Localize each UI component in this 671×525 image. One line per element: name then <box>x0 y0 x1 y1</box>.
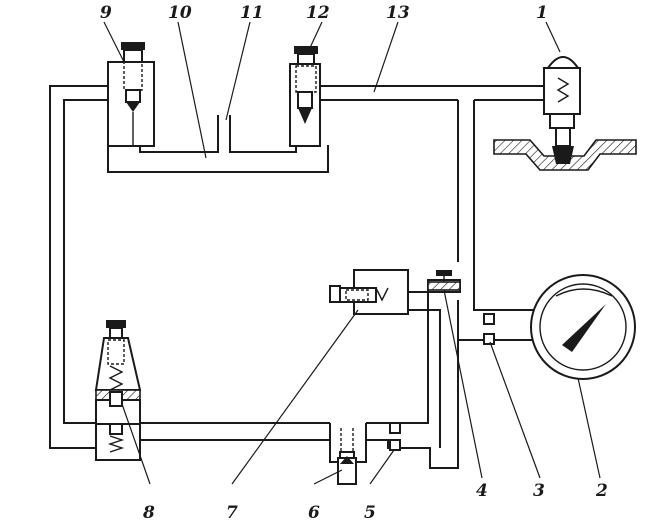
label-10: 10 <box>168 3 192 23</box>
valve-12 <box>289 46 321 147</box>
label-3: 3 <box>533 481 545 501</box>
label-12: 12 <box>306 3 330 23</box>
label-11: 11 <box>240 3 264 23</box>
valve-4 <box>427 270 461 293</box>
fittings-5 <box>389 422 401 451</box>
pipeline <box>49 85 544 469</box>
fittings-3 <box>483 313 495 345</box>
regulator-8 <box>94 320 142 461</box>
label-2: 2 <box>595 481 608 501</box>
valve-9 <box>107 42 155 147</box>
label-1: 1 <box>536 3 548 23</box>
label-8: 8 <box>142 503 155 523</box>
valve-1 <box>493 56 637 171</box>
label-7: 7 <box>226 503 238 523</box>
manifold-10 <box>107 115 329 173</box>
valve-6 <box>329 423 367 485</box>
label-5: 5 <box>364 503 376 523</box>
label-9: 9 <box>100 3 112 23</box>
valve-7 <box>329 269 409 315</box>
label-13: 13 <box>386 3 410 23</box>
pressure-gauge-2 <box>530 274 636 380</box>
leader-lines <box>103 21 601 485</box>
label-4: 4 <box>476 481 488 501</box>
label-6: 6 <box>308 503 320 523</box>
